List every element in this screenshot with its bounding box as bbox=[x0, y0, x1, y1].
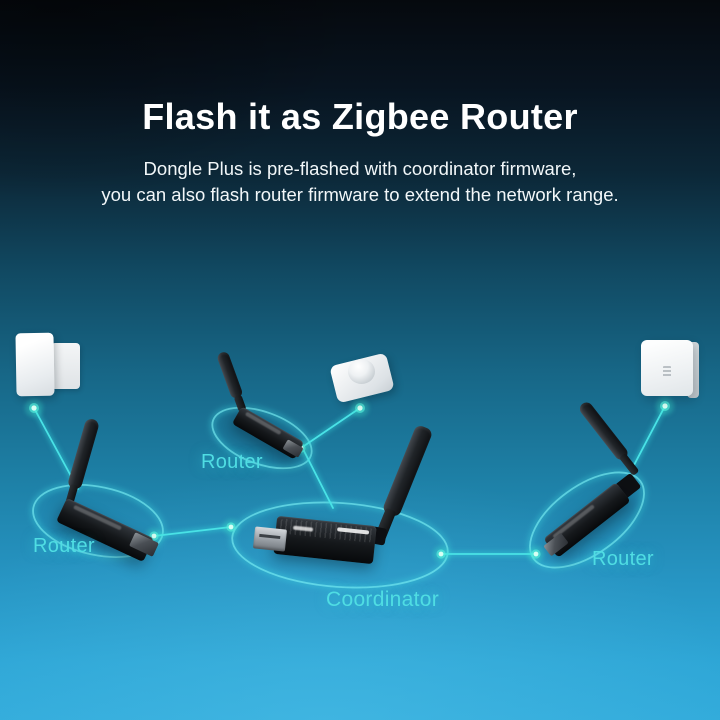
label-coordinator: Coordinator bbox=[326, 588, 440, 611]
node-coordinator-right bbox=[438, 551, 444, 557]
node-cube bbox=[662, 403, 668, 409]
node-router-right bbox=[533, 551, 539, 557]
antenna-tube bbox=[577, 399, 630, 462]
header: Flash it as Zigbee Router Dongle Plus is… bbox=[0, 96, 720, 208]
cube-front-face bbox=[641, 340, 693, 396]
antenna bbox=[216, 350, 248, 413]
link-routerleft-coordinator bbox=[151, 524, 234, 539]
body-glint bbox=[245, 412, 282, 435]
subtitle-line-2: you can also flash router firmware to ex… bbox=[101, 184, 619, 205]
antenna-tube bbox=[216, 350, 244, 401]
label-router-left: Router bbox=[33, 535, 95, 557]
node-coordinator-left bbox=[228, 524, 234, 530]
link-routertop-button bbox=[298, 405, 363, 451]
subtitle-line-1: Dongle Plus is pre-flashed with coordina… bbox=[143, 158, 577, 179]
link-routertop-button bbox=[300, 407, 361, 449]
smart-button-device bbox=[329, 352, 399, 406]
range-rings bbox=[30, 405, 647, 591]
usb-connector bbox=[252, 526, 288, 552]
page-title: Flash it as Zigbee Router bbox=[142, 96, 578, 137]
label-router-right: Router bbox=[592, 548, 654, 570]
body-glint bbox=[72, 504, 123, 531]
door-sensor-device bbox=[15, 332, 86, 401]
antenna-tube bbox=[66, 417, 101, 491]
link-routertop-coordinator bbox=[301, 448, 336, 511]
antenna bbox=[61, 417, 101, 510]
link-cube-routerright bbox=[630, 403, 668, 470]
link-cube-routerright bbox=[632, 405, 666, 468]
link-routerleft-coordinator bbox=[153, 526, 232, 537]
antenna-tube bbox=[381, 424, 434, 518]
node-door-sensor bbox=[31, 405, 37, 411]
label-router-top: Router bbox=[201, 451, 263, 473]
dongle-body bbox=[273, 515, 377, 565]
link-routertop-coordinator bbox=[303, 450, 334, 509]
smart-button-dome bbox=[348, 359, 375, 384]
door-sensor-magnet bbox=[51, 343, 80, 389]
antenna bbox=[372, 424, 434, 542]
door-sensor-body bbox=[15, 332, 55, 397]
cube-logo bbox=[663, 366, 671, 378]
antenna-stem bbox=[619, 452, 640, 476]
cube-device bbox=[641, 340, 703, 400]
antenna bbox=[577, 399, 641, 477]
node-smart-button bbox=[357, 405, 363, 411]
